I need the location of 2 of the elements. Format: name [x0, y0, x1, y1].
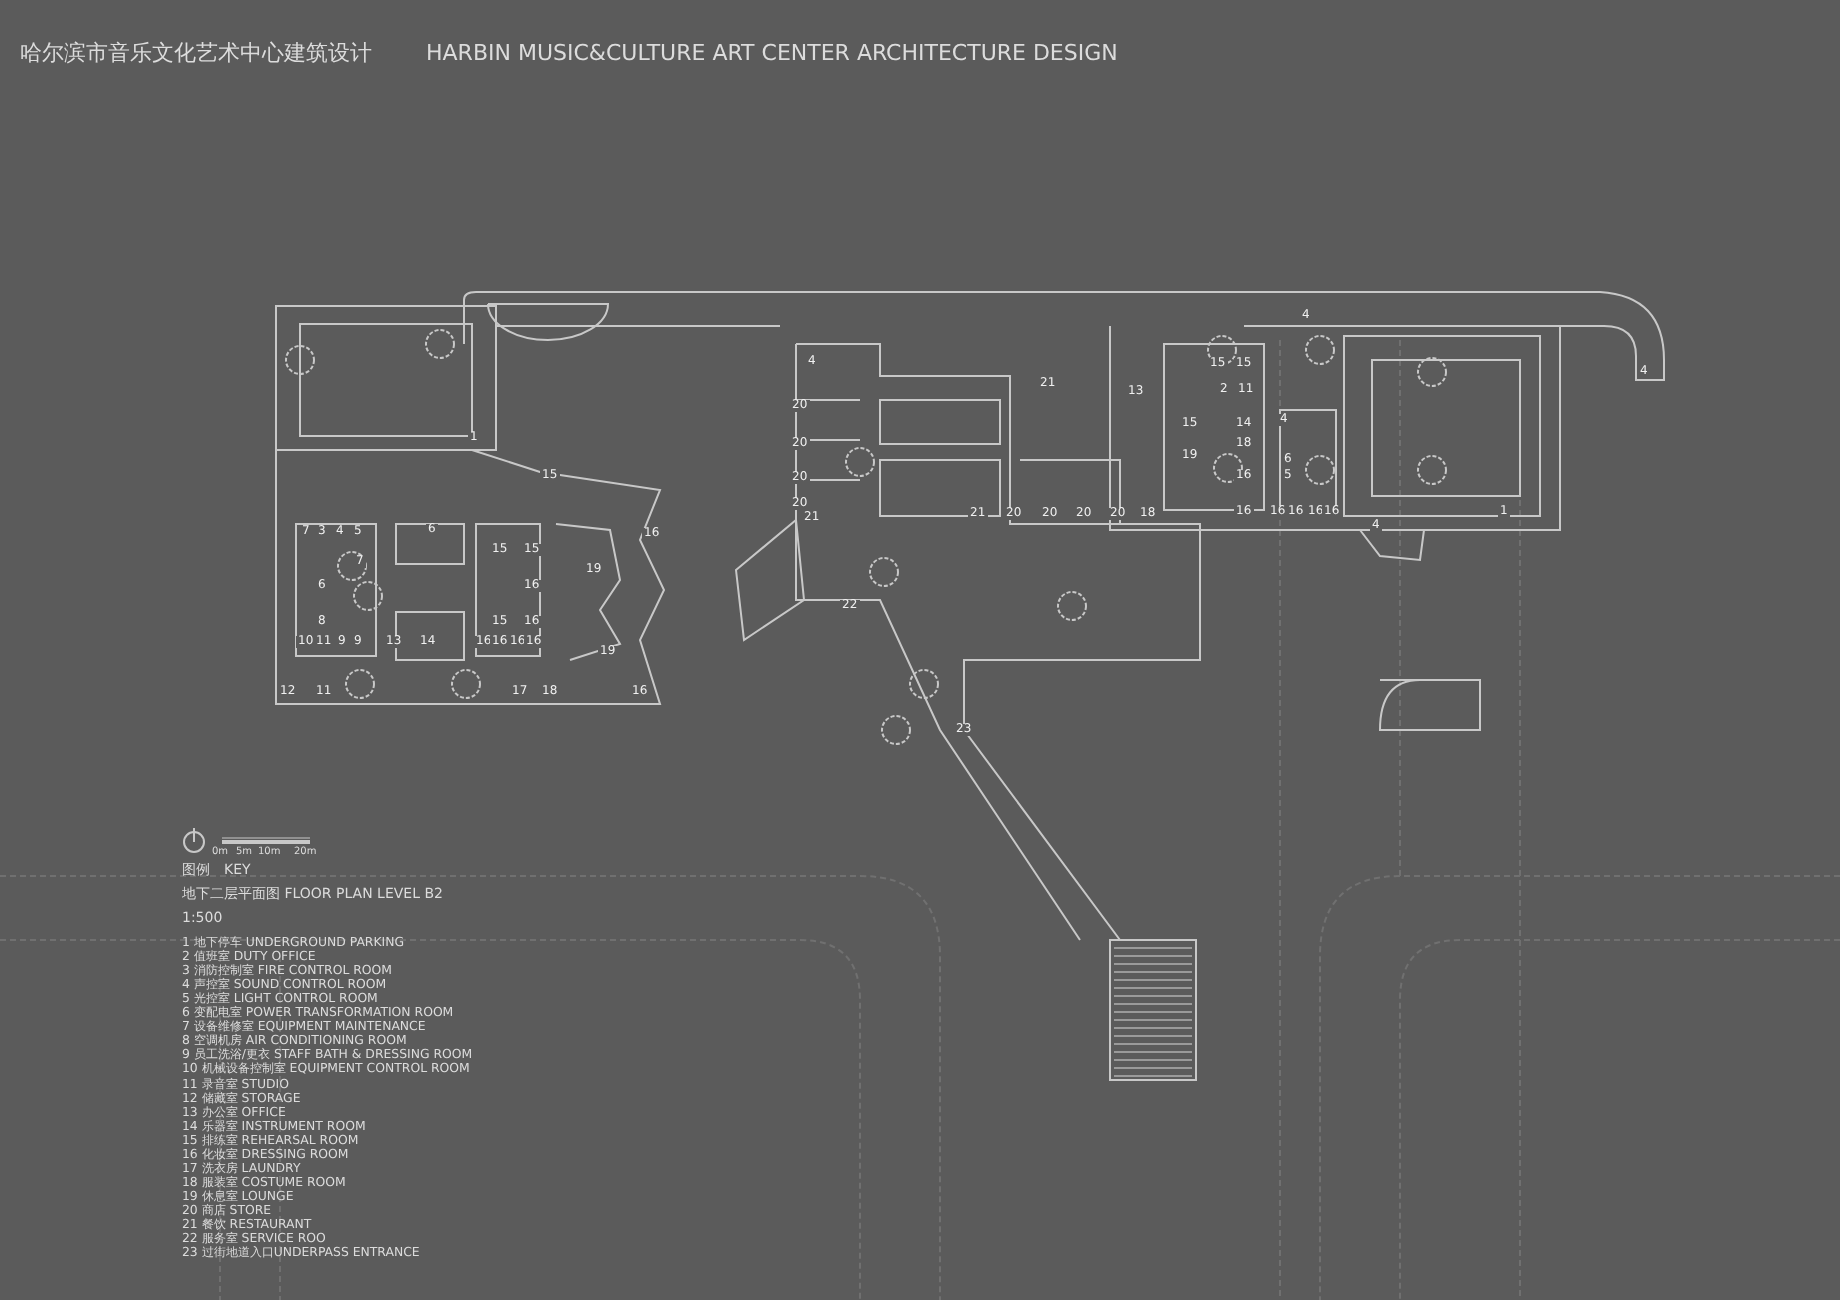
title: 哈尔滨市音乐文化艺术中心建筑设计	[20, 42, 372, 66]
subtitle: HARBIN MUSIC&CULTURE ART CENTER ARCHITECTURE DESIGN	[426, 42, 1118, 66]
